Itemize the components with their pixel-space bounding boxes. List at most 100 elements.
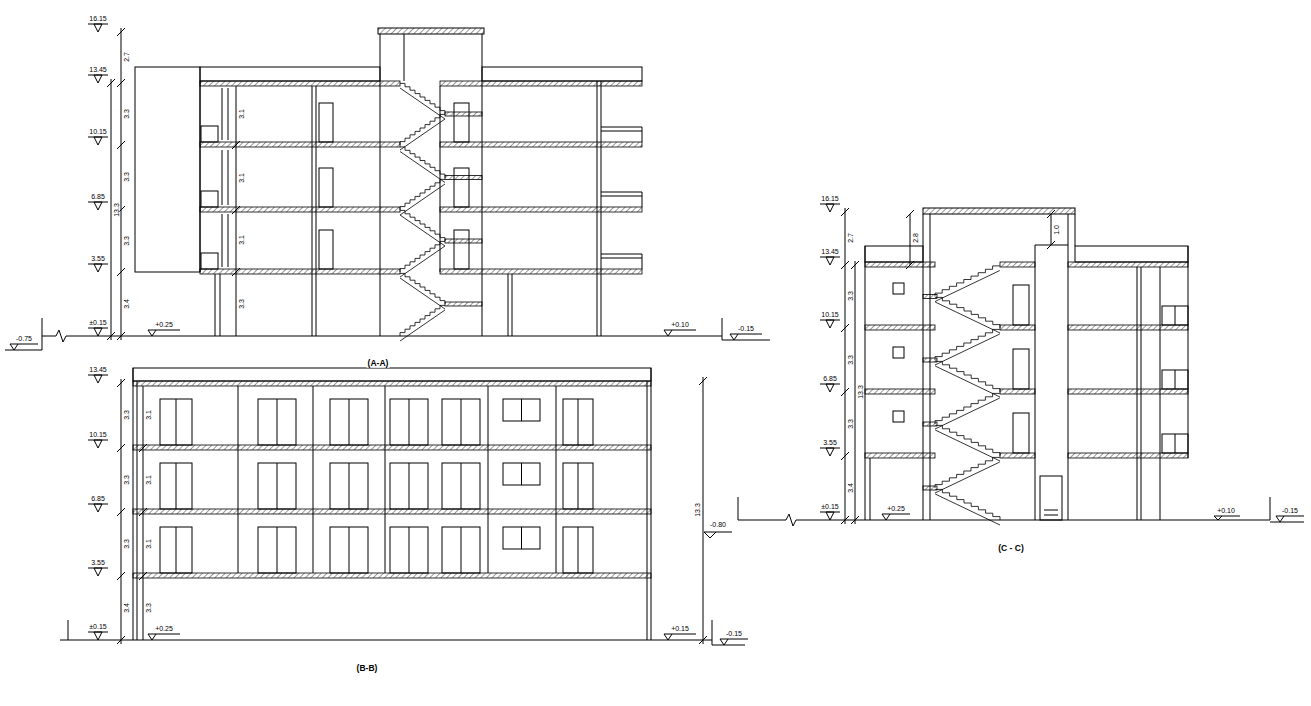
section-c-c: [923, 214, 1075, 520]
section-c-c: [1162, 370, 1188, 389]
section-a-a: [440, 81, 642, 86]
section-title: (A-A): [367, 359, 390, 368]
section-a-a: [454, 230, 469, 269]
section-c-c: [935, 297, 1000, 333]
level-mark: -0.80: [709, 521, 727, 528]
section-a-a: [319, 168, 333, 207]
section-c-c: [893, 347, 904, 358]
section-c-c: [882, 514, 1304, 522]
section-c-c: [935, 457, 1000, 493]
section-b-b: [60, 368, 748, 645]
dimension: 3.3: [846, 418, 853, 430]
section-c-c: [820, 204, 840, 520]
section-b-b: [60, 620, 745, 645]
section-a-a: [597, 81, 601, 336]
level-mark: 6.85: [90, 193, 106, 200]
section-a-a: [319, 103, 333, 142]
section-a-a: [400, 210, 445, 246]
section-c-c: [865, 453, 935, 458]
section-a-a: [454, 168, 469, 207]
section-a-a: [445, 302, 482, 306]
level-mark: 3.55: [822, 439, 838, 446]
section-c-c: [865, 389, 935, 394]
dimension: 13.3: [694, 502, 701, 518]
section-b-b: [133, 368, 651, 640]
level-mark: +0.10: [1216, 507, 1236, 514]
dimension: 3.3: [123, 409, 130, 421]
dimension: 2.7: [123, 51, 130, 63]
section-c-c: [1044, 510, 1058, 515]
section-c-c: [1000, 325, 1035, 330]
section-a-a: [400, 241, 445, 277]
section-b-b: [133, 381, 651, 386]
level-mark: 6.85: [822, 375, 838, 382]
section-a-a: [200, 269, 400, 274]
level-mark: 10.15: [88, 431, 108, 438]
dimension: 3.3: [238, 298, 245, 310]
dimension: 3.1: [238, 234, 245, 246]
section-a-a: [440, 142, 642, 147]
section-c-c: [893, 283, 904, 294]
section-a-a: [10, 344, 38, 350]
section-a-a: [135, 67, 200, 272]
section-b-b: [160, 527, 593, 573]
section-c-c: [865, 262, 935, 267]
section-title: (B-B): [356, 664, 379, 673]
section-c-c: [865, 246, 923, 262]
section-c-c: [865, 262, 1188, 490]
section-a-a: [445, 239, 482, 243]
section-c-c: [1068, 389, 1188, 394]
section-b-b: [88, 375, 108, 640]
section-b-b: [238, 386, 556, 573]
section-c-c: [1068, 262, 1188, 267]
level-mark: 16.15: [88, 15, 108, 22]
dimension: 3.3: [123, 171, 130, 183]
level-mark: +0.15: [670, 625, 690, 632]
section-b-b: [133, 573, 651, 578]
section-title: (C - C): [997, 544, 1025, 553]
level-mark: +0.25: [154, 321, 174, 328]
level-mark: -0.15: [725, 630, 743, 637]
section-b-b: [133, 381, 651, 578]
section-b-b: [160, 463, 593, 509]
dimension: 13.3: [112, 202, 119, 218]
section-c-c: [1068, 453, 1188, 458]
section-a-a: [200, 81, 201, 272]
section-a-a: [117, 28, 125, 340]
section-a-a: [148, 330, 762, 340]
dimension: 2.8: [912, 232, 919, 244]
section-c-c: [704, 204, 1304, 538]
section-c-c: [1000, 453, 1035, 458]
section-a-a: [200, 81, 400, 86]
section-a-a: [201, 191, 218, 207]
section-b-b: [133, 368, 651, 381]
level-mark: -0.75: [15, 335, 33, 342]
dimension: 3.1: [238, 108, 245, 120]
section-a-a: [222, 88, 228, 267]
section-c-c: [935, 425, 1000, 461]
section-a-a: [482, 67, 642, 81]
level-mark: +0.10: [670, 321, 690, 328]
level-mark: 10.15: [820, 311, 840, 318]
section-c-c: [704, 532, 732, 538]
dimension: 3.1: [145, 538, 152, 550]
section-c-c: [1162, 306, 1188, 325]
level-mark: 13.45: [88, 66, 108, 73]
section-c-c: [935, 266, 1000, 302]
section-c-c: [935, 361, 1000, 397]
section-c-c: [865, 246, 1188, 520]
level-mark: -0.15: [1281, 507, 1299, 514]
dimension: 3.3: [145, 602, 152, 614]
section-b-b: [148, 634, 748, 645]
section-a-a: [200, 67, 380, 81]
section-c-c: [1000, 262, 1035, 267]
section-a-a: [445, 112, 482, 116]
section-b-b: [133, 445, 651, 450]
section-c-c: [1075, 246, 1188, 262]
section-a-a: [400, 179, 445, 215]
dimension: 3.3: [123, 235, 130, 247]
dimension: 3.4: [123, 602, 130, 614]
section-a-a: [454, 103, 469, 142]
section-c-c: [1040, 476, 1062, 520]
